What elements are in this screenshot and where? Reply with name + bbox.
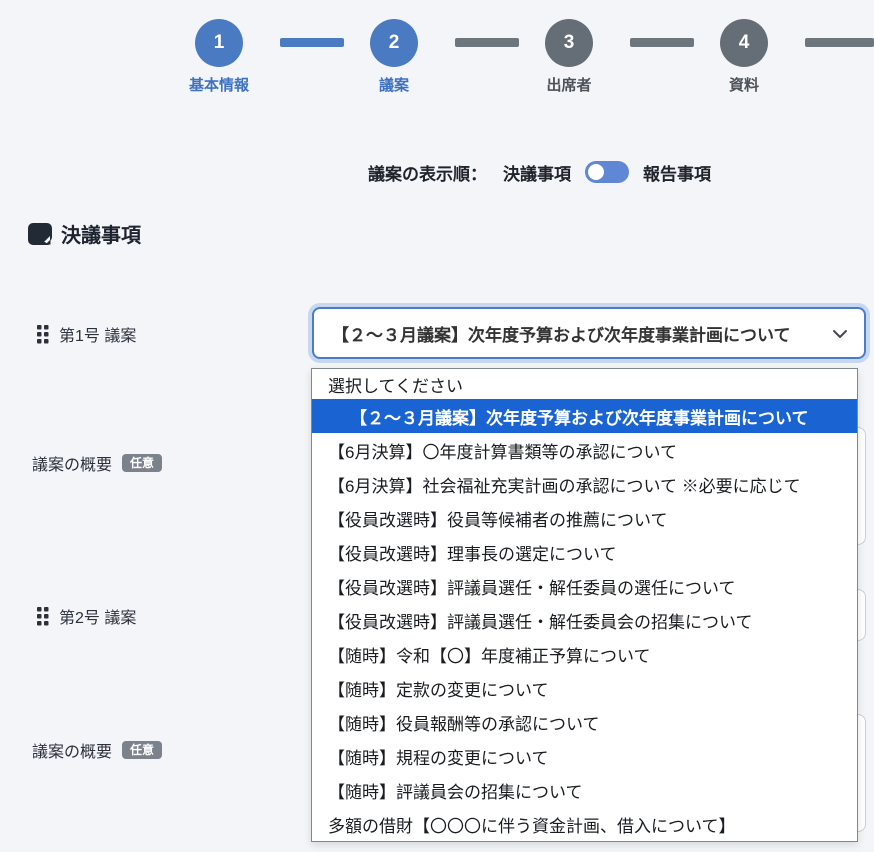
step-connector-1 bbox=[280, 38, 344, 47]
optional-badge: 任意 bbox=[122, 741, 163, 759]
step-2-label: 議案 bbox=[378, 77, 409, 94]
agenda-2-label: 第2号 議案 bbox=[59, 610, 137, 627]
dropdown-option[interactable]: 【役員改選時】評議員選任・解任委員の選任について bbox=[328, 578, 736, 598]
dropdown-option[interactable]: 【6月決算】〇年度計算書類等の承認について bbox=[328, 442, 677, 462]
step-connector-4 bbox=[805, 38, 874, 47]
display-order-label: 議案の表示順： bbox=[368, 164, 487, 184]
optional-badge: 任意 bbox=[122, 454, 163, 472]
step-4-number: 4 bbox=[738, 32, 750, 53]
step-3-number: 3 bbox=[563, 32, 575, 53]
step-1-number: 1 bbox=[213, 32, 225, 53]
display-order-row: 議案の表示順： 決議事項 報告事項 bbox=[368, 158, 711, 186]
dropdown-option[interactable]: 【役員改選時】評議員選任・解任委員会の招集について bbox=[328, 612, 753, 632]
dropdown-option[interactable]: 【随時】令和【〇】年度補正予算について bbox=[328, 646, 651, 666]
agenda-1-select[interactable]: 【２～３月議案】次年度予算および次年度事業計画について bbox=[312, 307, 866, 359]
agenda-2-label-row: 第2号 議案 bbox=[37, 604, 136, 628]
dropdown-option[interactable]: 多額の借財【〇〇〇に伴う資金計画、借入について】 bbox=[328, 816, 736, 836]
step-2-number: 2 bbox=[388, 32, 400, 53]
agenda-1-label: 第1号 議案 bbox=[59, 328, 137, 345]
dropdown-option[interactable]: 【随時】役員報酬等の承認について bbox=[328, 714, 600, 734]
step-4-circle[interactable]: 4 bbox=[720, 19, 768, 67]
dropdown-option-selected[interactable]: 【２～３月議案】次年度予算および次年度事業計画について bbox=[312, 399, 857, 433]
section-title: 決議事項 bbox=[61, 225, 141, 247]
dropdown-option[interactable]: 【役員改選時】役員等候補者の推薦について bbox=[328, 510, 668, 530]
agenda-1-label-row: 第1号 議案 bbox=[37, 322, 136, 346]
section-heading: 決議事項 bbox=[28, 219, 141, 248]
select-dropdown-panel: 選択してください 【２～３月議案】次年度予算および次年度事業計画について 【6月… bbox=[311, 368, 858, 842]
dropdown-option[interactable]: 【随時】規程の変更について bbox=[328, 748, 549, 768]
comment-icon bbox=[28, 222, 52, 245]
display-order-toggle[interactable] bbox=[585, 161, 629, 183]
dropdown-option[interactable]: 【6月決算】社会福祉充実計画の承認について ※必要に応じて bbox=[328, 476, 801, 496]
step-1-label: 基本情報 bbox=[188, 77, 249, 94]
step-4-label: 資料 bbox=[728, 77, 759, 94]
step-connector-3 bbox=[630, 38, 694, 47]
toggle-knob-icon bbox=[588, 164, 604, 180]
drag-handle-icon[interactable] bbox=[37, 324, 49, 344]
summary-1-label: 議案の概要 bbox=[32, 457, 113, 474]
step-3-label: 出席者 bbox=[546, 77, 592, 94]
dropdown-option[interactable]: 【随時】評議員会の招集について bbox=[328, 782, 583, 802]
drag-handle-icon[interactable] bbox=[37, 606, 49, 626]
step-3-circle[interactable]: 3 bbox=[545, 19, 593, 67]
agenda-1-select-value: 【２～３月議案】次年度予算および次年度事業計画について bbox=[332, 325, 791, 345]
chevron-down-icon bbox=[832, 326, 848, 346]
summary-2-label: 議案の概要 bbox=[32, 744, 113, 761]
step-1-circle[interactable]: 1 bbox=[195, 19, 243, 67]
step-connector-2 bbox=[455, 38, 519, 47]
dropdown-option[interactable]: 選択してください bbox=[328, 376, 463, 396]
dropdown-option[interactable]: 【随時】定款の変更について bbox=[328, 680, 549, 700]
summary-1-label-row: 議案の概要 任意 bbox=[32, 451, 163, 475]
display-order-second-option: 報告事項 bbox=[643, 164, 711, 184]
summary-2-label-row: 議案の概要 任意 bbox=[32, 738, 163, 762]
step-2-circle[interactable]: 2 bbox=[370, 19, 418, 67]
dropdown-option[interactable]: 【役員改選時】理事長の選定について bbox=[328, 544, 617, 564]
display-order-first-option: 決議事項 bbox=[503, 164, 571, 184]
